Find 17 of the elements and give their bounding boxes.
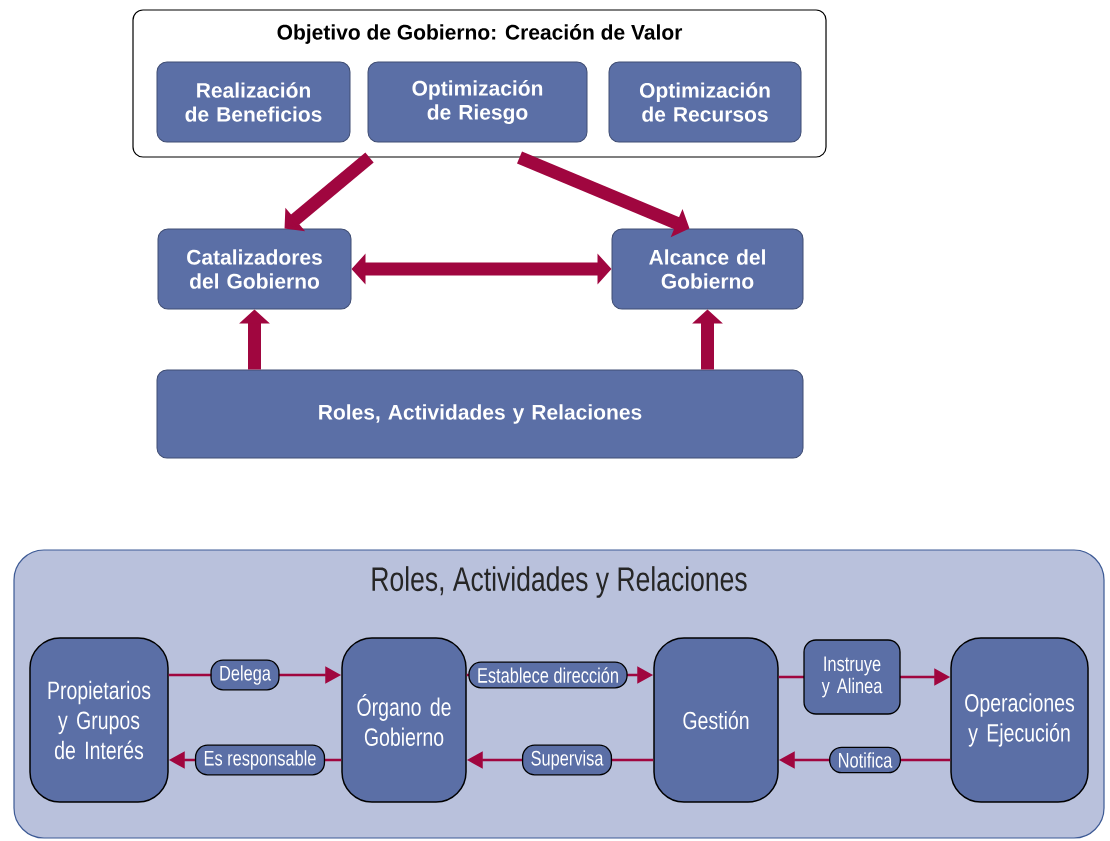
process-box: Gestión: [653, 637, 779, 803]
process-box: Optimización de Recursos: [608, 61, 802, 143]
process-box: Roles, Actividades y Relaciones: [156, 369, 804, 459]
edge-label: Notifica: [829, 746, 901, 774]
thick-arrow: [284, 152, 374, 232]
process-box: Alcance del Gobierno: [611, 228, 804, 310]
process-box: Realización de Beneficios: [156, 61, 351, 143]
process-box: Catalizadores del Gobierno: [157, 228, 352, 310]
edge-label: Establece dirección: [468, 661, 628, 689]
process-box: Órgano de Gobierno: [341, 637, 467, 803]
process-box: Propietarios y Grupos de Interés: [29, 637, 169, 803]
edge-label: Es responsable: [194, 744, 326, 776]
process-box: Optimización de Riesgo: [367, 61, 588, 143]
process-box: Operaciones y Ejecución: [950, 637, 1089, 803]
edge-label: Supervisa: [521, 744, 613, 776]
edge-label: Instruye y Alinea: [803, 639, 901, 715]
edge-label: Delega: [210, 659, 280, 691]
